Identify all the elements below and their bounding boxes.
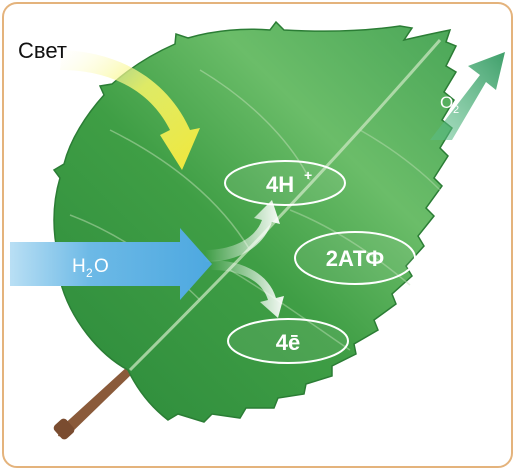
svg-text:4H: 4H xyxy=(266,172,294,197)
atp-oval: 2АТФ xyxy=(295,232,415,284)
svg-text:+: + xyxy=(304,167,312,183)
svg-text:O: O xyxy=(94,256,109,277)
svg-text:2АТФ: 2АТФ xyxy=(326,246,385,271)
protons-oval: 4H + xyxy=(225,161,345,205)
light-label: Свет xyxy=(18,38,67,64)
svg-text:2: 2 xyxy=(86,266,93,280)
svg-text:H: H xyxy=(72,256,86,277)
svg-text:4ē: 4ē xyxy=(276,330,300,355)
electrons-oval: 4ē xyxy=(228,319,348,363)
svg-text:2: 2 xyxy=(453,104,459,116)
svg-text:O: O xyxy=(440,93,453,112)
